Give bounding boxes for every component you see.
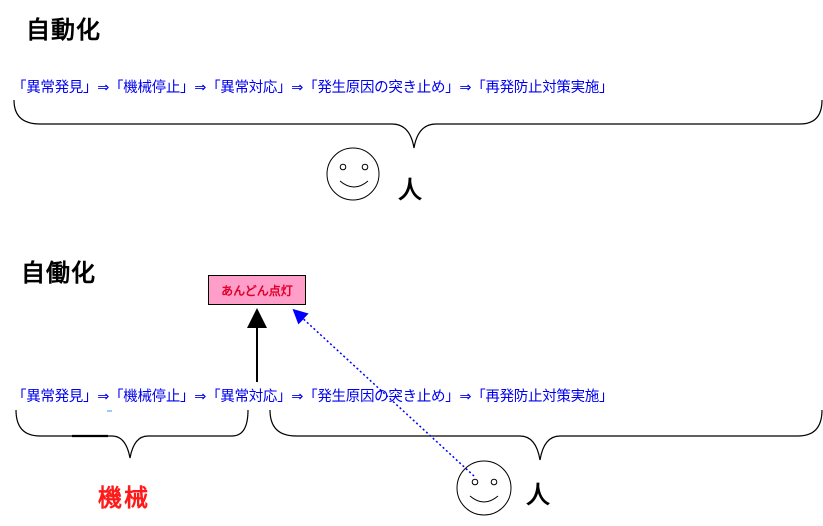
section2-title: 自働化 <box>21 259 96 287</box>
section1-process-flow: 「異常発見」⇒「機械停止」⇒「異常対応」⇒「発生原因の突き止め」⇒「再発防止対策… <box>12 80 614 96</box>
section1-person-label: 人 <box>398 176 422 204</box>
section2-process-flow: 「異常発見」⇒「機械停止」⇒「異常対応」⇒「発生原因の突き止め」⇒「再発防止対策… <box>12 389 614 405</box>
section1-brace <box>13 99 823 149</box>
section2-person-label: 人 <box>526 481 550 509</box>
machine-brace <box>15 409 249 459</box>
person-brace <box>269 409 823 461</box>
andon-light-box: あんどん点灯 <box>208 275 306 305</box>
section1-smiley-face-icon <box>326 147 380 201</box>
person-to-andon-dotted-arrow <box>292 308 475 477</box>
section2-smiley-face-icon <box>456 460 512 516</box>
machine-label: 機械 <box>98 484 150 512</box>
section1-title: 自動化 <box>26 16 101 44</box>
